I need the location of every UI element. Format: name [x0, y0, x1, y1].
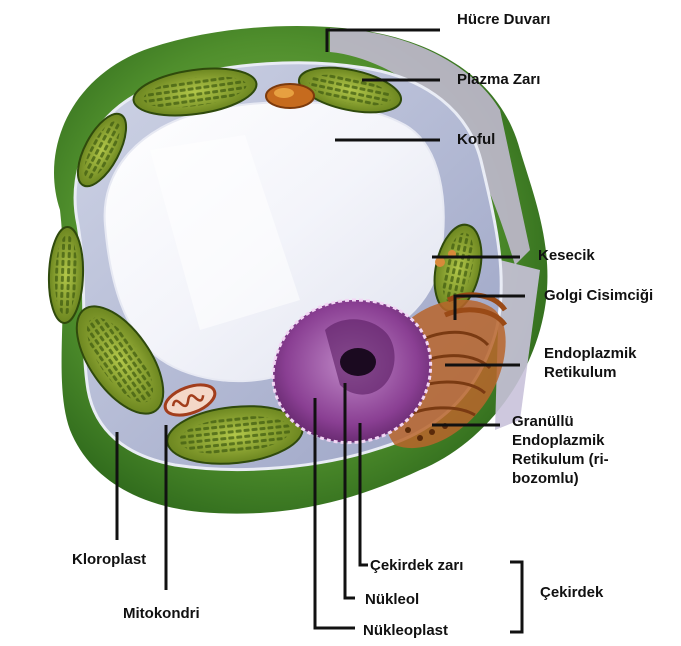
label-kloroplast: Kloroplast [72, 550, 146, 569]
nucleolus [340, 348, 376, 376]
label-nukleol: Nükleol [365, 590, 419, 609]
label-golgi: Golgi Cisimciği [544, 286, 653, 305]
label-kesecik: Kesecik [538, 246, 595, 265]
label-endoplazmik: Endoplazmik Retikulum [544, 344, 637, 382]
label-nukleoplast: Nükleoplast [363, 621, 448, 640]
label-cekirdek-zari: Çekirdek zarı [370, 556, 463, 575]
top-organelle [266, 84, 314, 108]
label-hucre-duvari: Hücre Duvarı [457, 10, 550, 29]
label-koful: Koful [457, 130, 495, 149]
bracket-cekirdek [510, 562, 522, 632]
label-plazma-zari: Plazma Zarı [457, 70, 540, 89]
label-mitokondri: Mitokondri [123, 604, 200, 623]
label-cekirdek: Çekirdek [540, 583, 603, 602]
label-granullu: Granüllü Endoplazmik Retikulum (ri- bozo… [512, 412, 609, 488]
